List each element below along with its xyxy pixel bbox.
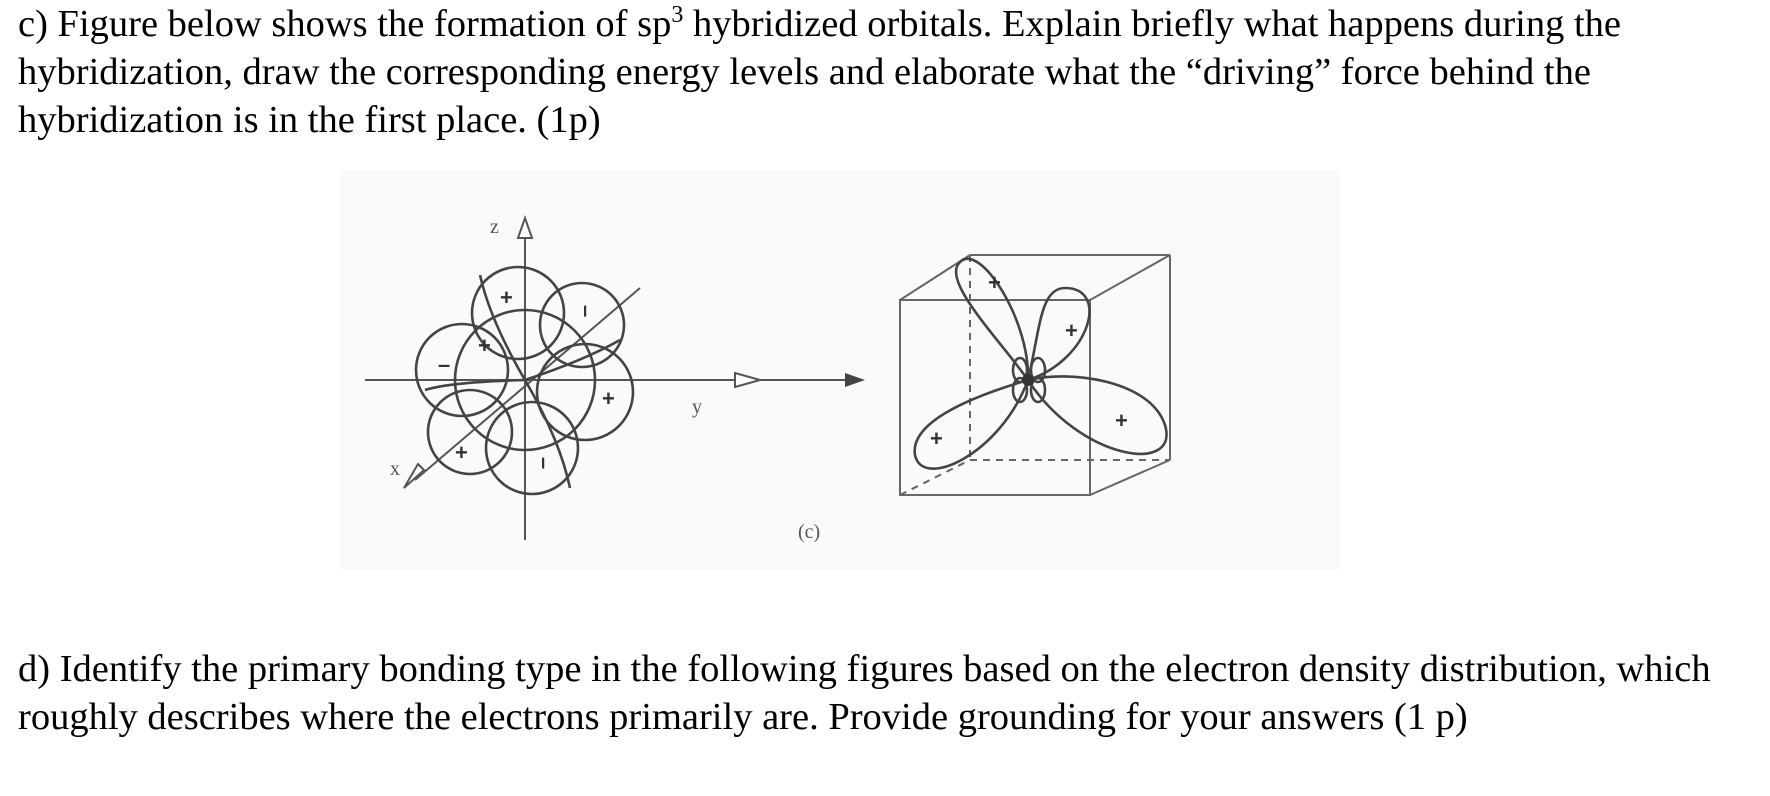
sign-lobe-upper-left: + [988, 270, 1001, 295]
sp3-lobe-lower-right [1025, 375, 1168, 456]
cube-hidden-edge-bottom-left [899, 459, 971, 496]
sign-lobe-upper-right: + [1065, 318, 1078, 343]
sign-pz-upper: + [500, 285, 513, 310]
cube-edge-top-right [1089, 254, 1171, 301]
transition-arrow-head [845, 373, 865, 387]
sign-px-front: + [455, 440, 468, 465]
pz-lower-lobe [484, 400, 580, 496]
py-left-lobe [414, 322, 510, 418]
figure-drawing: z y x + + + + – – – [340, 170, 1340, 570]
question-c-lead: c) Figure below shows the formation of s… [18, 3, 672, 45]
small-lobe-3 [1011, 376, 1029, 404]
sign-lobe-lower-left: + [930, 426, 943, 451]
small-lobe-1 [1011, 356, 1029, 384]
figure-caption: (c) [798, 521, 820, 543]
cube-edge-bottom-right [1089, 459, 1171, 496]
cube-front-face [899, 299, 1091, 496]
figure-background [340, 170, 1340, 570]
sign-pz-lower: – [532, 457, 557, 469]
orbital-diagram-left: z y x + + + + – – – [365, 214, 764, 540]
sp3-cube-diagram: + + + + [899, 254, 1171, 496]
sp3-lobe-upper-right [1026, 286, 1091, 382]
pz-upper-lobe [470, 265, 566, 361]
sign-lobe-lower-right: + [1115, 408, 1128, 433]
s-orbital [453, 308, 597, 452]
question-c-rest: hybridized orbitals. Explain briefly wha… [18, 3, 1621, 141]
py-right-lobe [535, 342, 635, 442]
px-back-lobe [538, 281, 626, 369]
inner-petal-1 [478, 274, 527, 381]
small-lobe-2 [1029, 356, 1047, 384]
inner-petal-3 [424, 378, 526, 392]
sign-s-orbital: + [478, 333, 491, 358]
sp3-lobe-lower-left [913, 378, 1031, 470]
y-axis-arrow [734, 371, 764, 389]
px-front-lobe [426, 388, 514, 476]
axis-label-z: z [490, 216, 499, 238]
sp3-hybridization-figure: z y x + + + + – – – [340, 170, 1440, 630]
sp3-lobe-upper-left [954, 257, 1030, 384]
nucleus [1022, 374, 1034, 386]
question-c-superscript: 3 [671, 2, 684, 29]
inner-petal-4 [524, 338, 621, 382]
question-c-text: c) Figure below shows the formation of s… [18, 0, 1758, 144]
z-axis-arrow [516, 214, 534, 239]
sign-px-back: – [574, 305, 599, 317]
inner-petal-2 [523, 379, 572, 489]
question-d-text: d) Identify the primary bonding type in … [18, 648, 1711, 738]
x-axis-arrow [403, 462, 426, 489]
sign-py-right: + [602, 386, 615, 411]
small-lobe-4 [1029, 376, 1047, 404]
sign-py-left: – [438, 352, 450, 377]
axis-label-y: y [692, 396, 702, 418]
transition-arrow [760, 373, 865, 387]
axis-label-x: x [390, 458, 400, 480]
